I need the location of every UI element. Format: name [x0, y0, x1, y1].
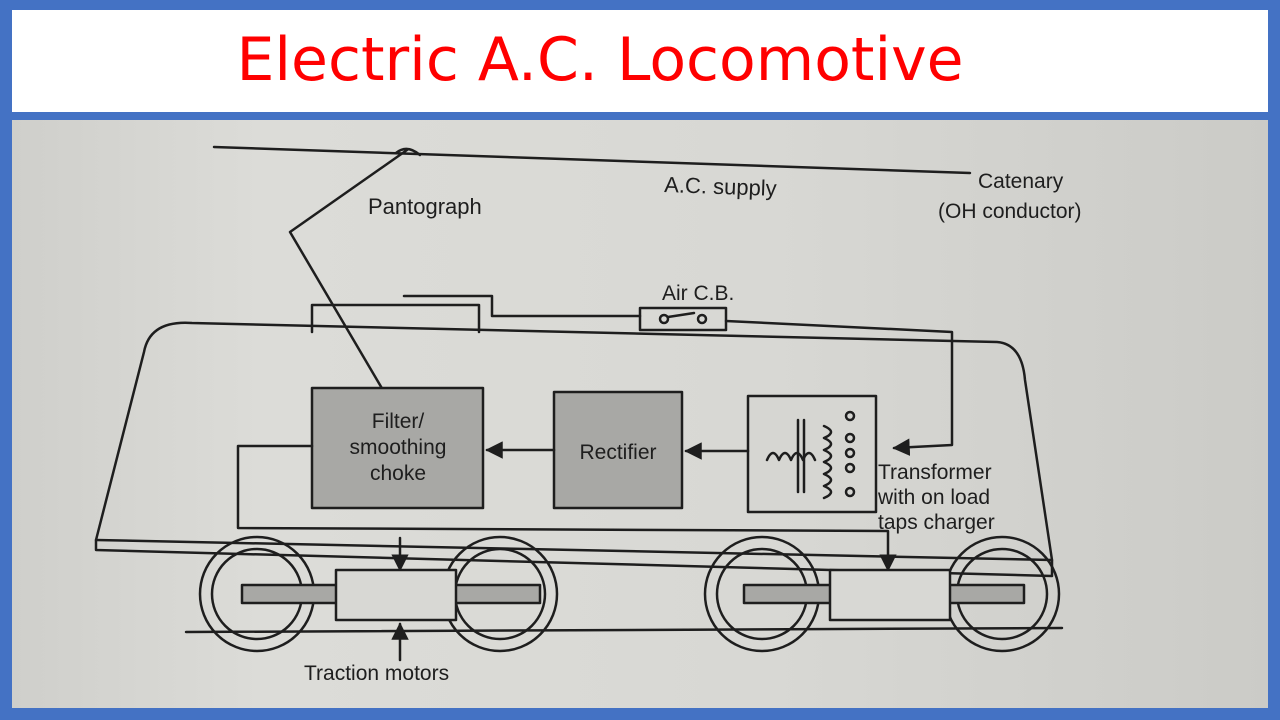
traction-motor-2: [828, 568, 952, 622]
air-cb-contact-1: [658, 313, 670, 325]
tap-2: [844, 432, 856, 444]
page-title: Electric A.C. Locomotive: [236, 25, 964, 95]
tap-5: [844, 486, 856, 498]
filter-label-1: Filter/: [372, 410, 425, 433]
pantograph-arm: [288, 148, 409, 404]
transformer-label-1: Transformer: [878, 461, 992, 484]
transformer-label-3: taps charger: [878, 511, 995, 534]
pantograph-head: [394, 147, 422, 157]
ac-supply-label: A.C. supply: [664, 172, 777, 201]
filter-output-line: [236, 444, 897, 572]
air-cb-box: [638, 306, 728, 332]
roof-box: [310, 303, 481, 334]
catenary-label: Catenary: [978, 170, 1064, 193]
traction-motors-label: Traction motors: [304, 662, 449, 685]
oh-conductor-label: (OH conductor): [938, 200, 1082, 223]
primary-winding: [765, 451, 817, 462]
tap-3: [844, 447, 856, 459]
pantograph-label: Pantograph: [368, 194, 482, 219]
underframe-line: [94, 538, 1054, 562]
rectifier-label: Rectifier: [579, 441, 656, 464]
diagram-photo: Pantograph A.C. supply Catenary (OH cond…: [12, 120, 1268, 708]
locomotive-diagram: Pantograph A.C. supply Catenary (OH cond…: [94, 145, 1082, 685]
locomotive-body: [94, 321, 1054, 578]
secondary-winding: [822, 424, 833, 500]
filter-label-2: smoothing: [350, 436, 447, 459]
air-cb-contact-2: [696, 313, 708, 325]
catenary-wire: [212, 145, 972, 175]
traction-motor-1: [334, 568, 458, 622]
air-cb-switch: [666, 311, 696, 319]
feed-line: [402, 294, 642, 318]
tap-4: [844, 462, 856, 474]
cb-to-transformer: [724, 319, 954, 456]
title-banner: Electric A.C. Locomotive: [12, 10, 1268, 112]
filter-choke-block: [310, 386, 485, 510]
filter-label-3: choke: [370, 462, 426, 485]
transformer-label-2: with on load: [877, 486, 990, 509]
tap-1: [844, 410, 856, 422]
rail: [184, 626, 1064, 634]
air-cb-label: Air C.B.: [662, 282, 734, 305]
